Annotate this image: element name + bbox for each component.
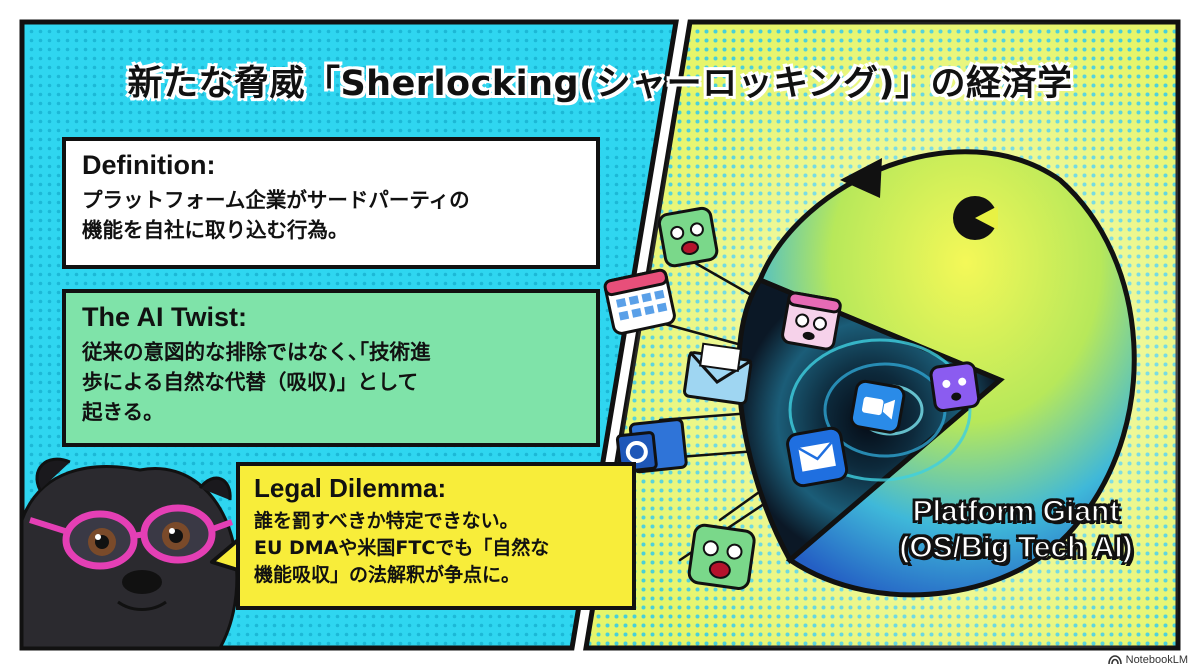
ai-twist-heading: The AI Twist:: [82, 302, 247, 332]
mail-icon: [683, 342, 753, 406]
ai-twist-box: The AI Twist: 従来の意図的な排除ではなく､｢技術進 歩による自然な…: [62, 289, 600, 447]
chat-icon: [929, 361, 981, 413]
green-app-face-icon-2: [687, 523, 756, 590]
legal-dilemma-text: 誰を罰すべきか特定できない。 EU DMAや米国FTCでも「自然な 機能吸収」の…: [254, 510, 550, 586]
platform-giant-label: Platform Giant (OS/Big Tech AI): [866, 494, 1166, 566]
platform-giant-label-line2: (OS/Big Tech AI): [899, 530, 1134, 565]
notebooklm-logo-icon: [1107, 655, 1122, 665]
video-call-icon: [849, 379, 906, 434]
mail-app-icon: [786, 426, 849, 488]
legal-dilemma-box: Legal Dilemma: 誰を罰すべきか特定できない。 EU DMAや米国F…: [236, 462, 636, 610]
outlook-icon: [615, 418, 688, 474]
pug-character: [20, 457, 239, 650]
page-title: 新たな脅威「Sherlocking(シャーロッキング)」の経済学: [127, 63, 1073, 104]
ai-twist-text: 従来の意図的な排除ではなく､｢技術進 歩による自然な代替（吸収)」として 起きる…: [82, 340, 431, 424]
calendar-icon: [603, 268, 676, 335]
legal-dilemma-heading: Legal Dilemma:: [254, 473, 447, 503]
platform-giant-label-line1: Platform Giant: [912, 494, 1120, 529]
brand-name: NotebookLM: [1125, 654, 1188, 666]
brand-watermark: NotebookLM: [1107, 654, 1188, 666]
scared-app-icon: [781, 291, 842, 351]
definition-text: プラットフォーム企業がサードパーティの 機能を自社に取り込む行為。: [82, 188, 470, 242]
definition-box: Definition: プラットフォーム企業がサードパーティの 機能を自社に取り…: [62, 137, 600, 269]
definition-heading: Definition:: [82, 150, 216, 180]
green-app-face-icon: [657, 206, 719, 268]
